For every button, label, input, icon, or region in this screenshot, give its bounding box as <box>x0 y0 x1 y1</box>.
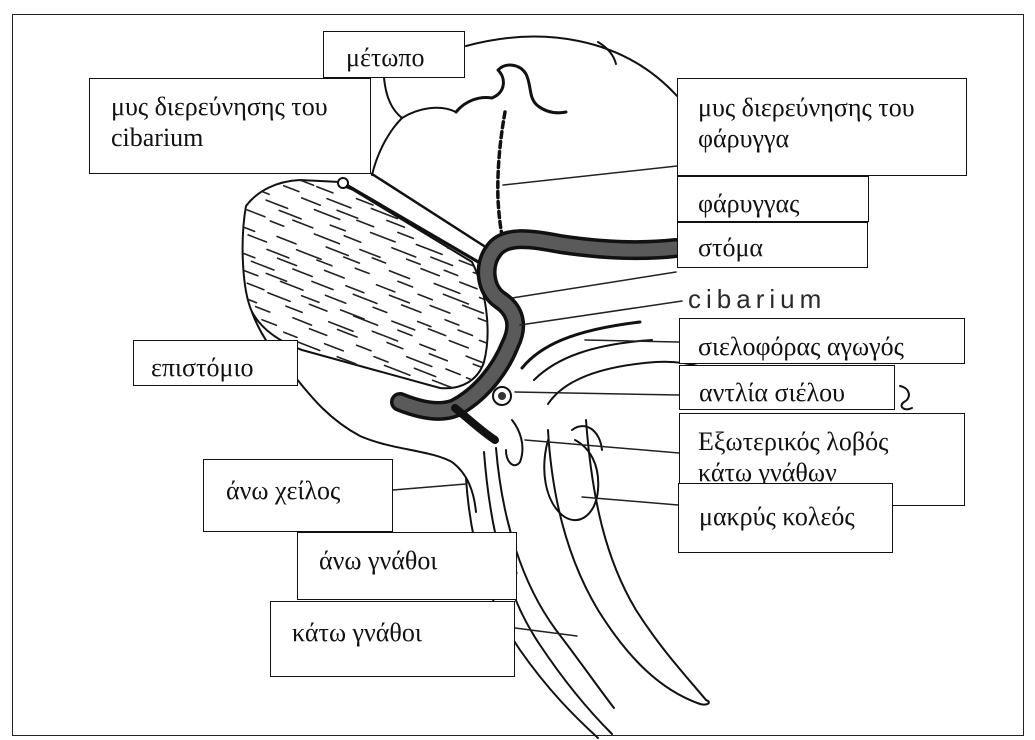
muscle-hatch-stroke <box>237 175 252 181</box>
muscle-hatch-stroke <box>494 185 510 191</box>
muscle-hatch-stroke <box>324 392 341 399</box>
label-cibarial-dilator-line1: μυς διερεύνησης του <box>111 91 370 122</box>
muscle-hatch-stroke <box>422 388 439 395</box>
muscle-hatch-stroke <box>270 392 293 401</box>
leader-line-maxillae <box>515 628 577 636</box>
label-salivary-pump-text: αντλία σιέλου <box>699 377 894 408</box>
muscle-hatch-stroke <box>339 379 360 387</box>
salivary-pump-core <box>498 392 506 400</box>
label-labrum-text: άνω χείλος <box>226 475 392 506</box>
muscle-hatch-stroke <box>384 176 399 182</box>
label-frons: μέτωπο <box>323 31 465 78</box>
muscle-hatch-stroke <box>384 201 399 207</box>
muscle-hatch-stroke <box>264 175 284 183</box>
labium-sheath <box>548 430 700 704</box>
label-labium-text: μακρύς κολεός <box>699 501 892 532</box>
muscle-hatch-stroke <box>233 390 253 398</box>
label-labrum: άνω χείλος <box>203 459 393 532</box>
muscle-hatch-stroke <box>360 390 378 397</box>
leader-line-salivary-duct <box>585 340 679 342</box>
leader-line-pharyngeal-dilator <box>503 166 677 185</box>
label-clypeus-text: επιστόμιο <box>151 352 297 383</box>
frontal-squiggle <box>456 65 566 113</box>
muscle-hatch-stroke <box>452 202 476 211</box>
muscle-hatch-stroke <box>473 175 499 185</box>
label-pharyngeal-dilator-line1: μυς διερεύνησης του <box>698 92 966 123</box>
tendon-attachment <box>338 178 348 188</box>
label-mouth-text: στόμα <box>698 232 867 263</box>
pharyngeal-dilator-strand <box>498 112 505 235</box>
head-capsule-arc <box>466 37 677 96</box>
label-pharyngeal-dilator: μυς διερεύνησης του φάρυγγα <box>677 78 967 176</box>
leader-line-salivary-pump <box>515 392 679 395</box>
muscle-hatch-stroke <box>323 367 339 373</box>
muscle-hatch-stroke <box>368 378 387 386</box>
label-pharynx: φάρυγγας <box>677 176 869 222</box>
leader-line-cibarium <box>520 301 682 325</box>
label-galea-line1: Εξωτερικός λοβός <box>698 426 964 457</box>
label-mandibles: άνω γνάθοι <box>297 532 517 600</box>
frons-outline <box>384 78 456 118</box>
label-pharyngeal-dilator-line2: φάρυγγα <box>698 123 966 154</box>
head-capsule-small-arc <box>598 42 616 64</box>
leader-line-galea <box>525 440 679 453</box>
label-cibarium: cibarium <box>688 284 826 314</box>
muscle-hatch-stroke <box>466 210 479 215</box>
label-cibarial-dilator: μυς διερεύνησης του cibarium <box>89 78 371 174</box>
muscle-hatch-stroke <box>352 370 373 378</box>
label-pharynx-text: φάρυγγας <box>698 188 868 219</box>
label-salivary-duct-text: σιελοφόρας αγωγός <box>698 331 964 362</box>
muscle-hatch-stroke <box>443 178 469 188</box>
label-maxillae: κάτω γνάθοι <box>270 601 515 677</box>
alimentary-canal-branch <box>455 408 495 440</box>
muscle-hatch-stroke <box>317 376 330 381</box>
labellum-squiggle <box>900 386 912 409</box>
label-salivary-pump: αντλία σιέλου <box>679 365 895 410</box>
label-frons-text: μέτωπο <box>346 42 464 73</box>
label-mouth: στόμα <box>677 222 868 268</box>
label-cibarial-dilator-line2: cibarium <box>111 122 370 153</box>
labium-sheath-tip <box>700 700 709 705</box>
leader-line-mouth <box>512 272 676 298</box>
label-mandibles-text: άνω γνάθοι <box>319 545 516 576</box>
muscle-hatch-stroke <box>237 197 251 202</box>
muscle-hatch-stroke <box>375 186 393 193</box>
muscle-hatch-stroke <box>478 221 496 228</box>
galea-tip <box>506 420 522 465</box>
label-labium: μακρύς κολεός <box>678 483 893 553</box>
label-maxillae-text: κάτω γνάθοι <box>292 617 514 648</box>
muscle-hatch-stroke <box>463 186 486 195</box>
leader-line-labrum <box>393 484 466 490</box>
muscle-hatch-stroke <box>436 187 452 193</box>
label-salivary-duct: σιελοφόρας αγωγός <box>679 318 965 364</box>
salivary-duct-curve <box>522 322 640 368</box>
label-clypeus: επιστόμιο <box>133 340 298 386</box>
muscle-hatch-stroke <box>232 319 251 326</box>
frons-outline-lower <box>372 118 402 175</box>
muscle-hatch-stroke <box>418 175 433 181</box>
